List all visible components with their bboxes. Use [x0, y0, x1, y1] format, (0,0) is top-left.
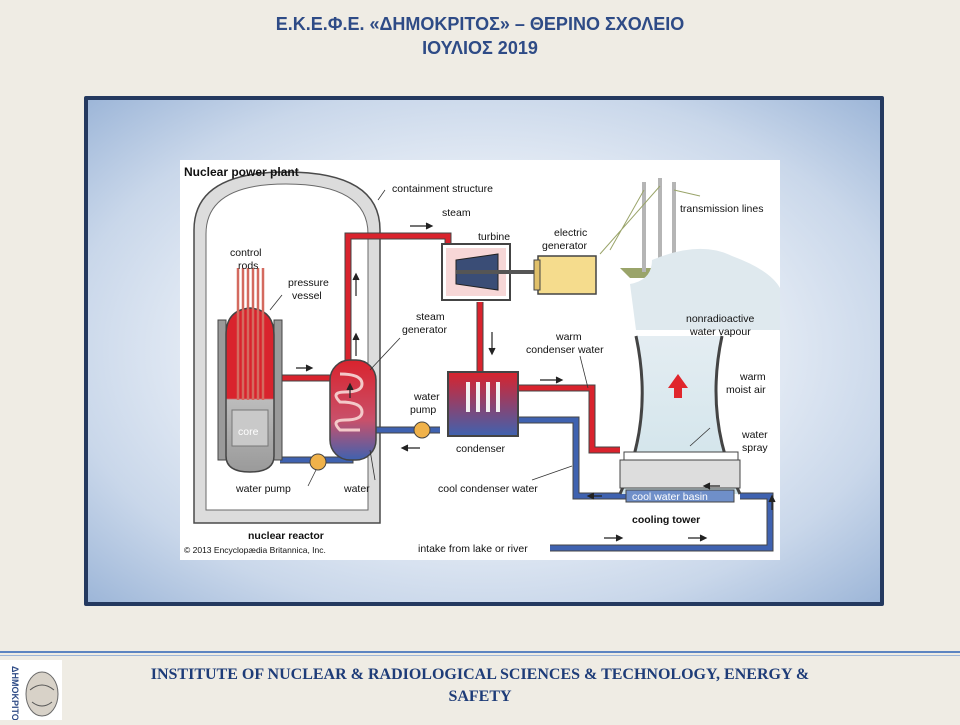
- label-control: control: [230, 247, 262, 259]
- label-water-pump-right: water: [413, 391, 440, 403]
- label-generator: generator: [542, 240, 587, 252]
- footer-line-2: SAFETY: [448, 688, 512, 705]
- label-transmission: transmission lines: [680, 203, 763, 215]
- label-moist-air: moist air: [726, 384, 766, 396]
- label-warm-condenser-2: condenser water: [526, 344, 604, 356]
- pressure-vessel: [217, 268, 283, 473]
- diagram-title: Nuclear power plant: [184, 165, 299, 179]
- label-spray: spray: [742, 442, 768, 454]
- label-nuclear-reactor: nuclear reactor: [248, 530, 324, 542]
- nuclear-plant-diagram: Nuclear power plant containment structur…: [180, 160, 780, 560]
- label-steam-gen-2: generator: [402, 324, 447, 336]
- label-warm-moist: warm: [739, 371, 766, 383]
- label-water-vapour: water vapour: [689, 326, 751, 338]
- logo-lettering: ΔΗΜΟΚΡΙΤΟΣ: [10, 666, 20, 720]
- header-subtitle: ΙΟΥΛΙΟΣ 2019: [422, 38, 538, 58]
- label-cooling-tower: cooling tower: [632, 514, 700, 526]
- footer-line-1: INSTITUTE OF NUCLEAR & RADIOLOGICAL SCIE…: [150, 666, 810, 683]
- footer-divider: [0, 651, 960, 653]
- label-water-spray: water: [741, 429, 768, 441]
- label-nonradioactive: nonradioactive: [686, 313, 754, 325]
- water-pump-left: [309, 453, 327, 471]
- label-vessel: vessel: [292, 290, 322, 302]
- footer-institute: INSTITUTE OF NUCLEAR & RADIOLOGICAL SCIE…: [80, 664, 880, 708]
- copyright: © 2013 Encyclopædia Britannica, Inc.: [184, 545, 326, 555]
- label-electric: electric: [554, 227, 587, 239]
- header-title: Ε.Κ.Ε.Φ.Ε. «ΔΗΜΟΚΡΙΤΟΣ» – ΘΕΡΙΝΟ ΣΧΟΛΕΙΟ: [275, 14, 685, 34]
- cooling-tower: [618, 248, 780, 503]
- label-warm-condenser: warm: [555, 331, 582, 343]
- institute-logo: ΔΗΜΟΚΡΙΤΟΣ: [0, 660, 62, 725]
- label-turbine: turbine: [478, 231, 510, 243]
- label-cool-condenser: cool condenser water: [438, 483, 538, 495]
- label-steam: steam: [442, 207, 471, 219]
- electric-generator: [533, 255, 597, 295]
- label-water-pump-left: water pump: [235, 483, 291, 495]
- turbine: [441, 243, 538, 301]
- label-water: water: [343, 483, 370, 495]
- label-core: core: [238, 426, 259, 438]
- label-rods: rods: [238, 260, 258, 272]
- condenser: [447, 371, 519, 437]
- label-pressure: pressure: [288, 277, 329, 289]
- footer-divider-thin: [0, 655, 960, 656]
- label-cool-basin: cool water basin: [632, 491, 708, 503]
- label-intake: intake from lake or river: [418, 543, 528, 555]
- label-containment: containment structure: [392, 183, 493, 195]
- label-condenser: condenser: [456, 443, 506, 455]
- label-steam-gen: steam: [416, 311, 445, 323]
- water-pump-right: [413, 421, 431, 439]
- steam-generator: [329, 359, 377, 461]
- label-pump-right: pump: [410, 404, 436, 416]
